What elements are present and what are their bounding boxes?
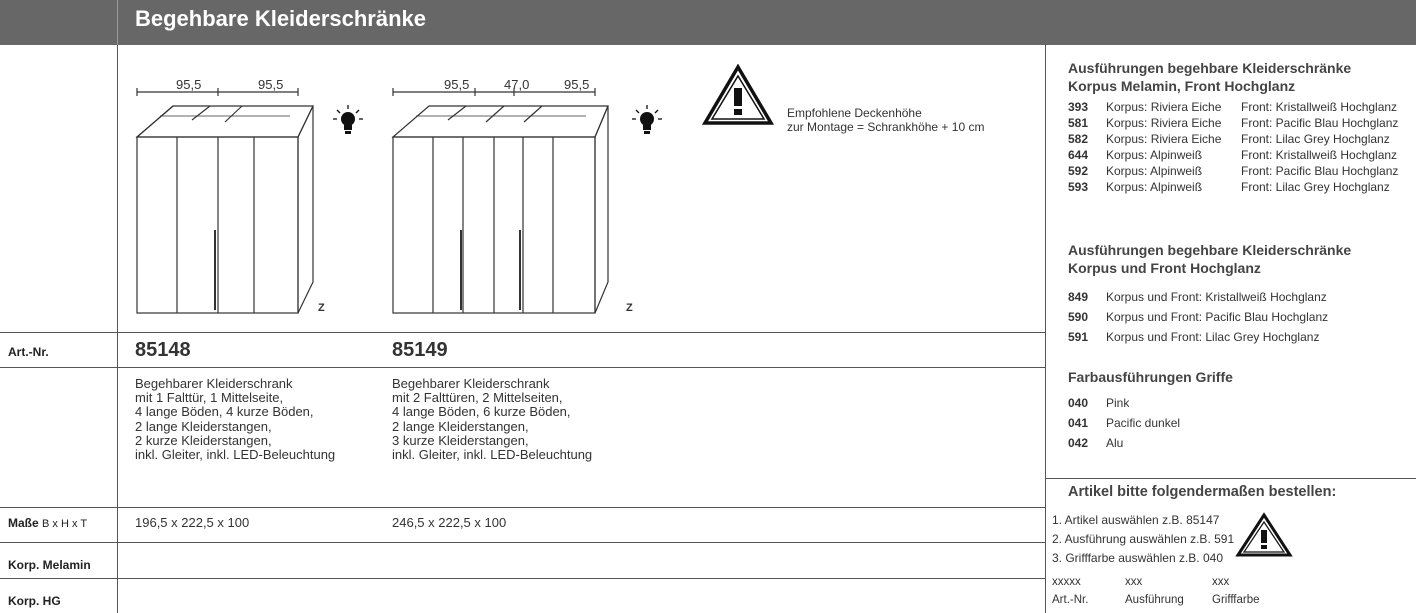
wardrobe-drawing-85149 — [391, 88, 609, 314]
option-korpus: Korpus: Riviera Eiche — [1106, 116, 1222, 130]
order-step-1: 1. Artikel auswählen z.B. 85147 — [1052, 513, 1220, 527]
order-step-3: 3. Grifffarbe auswählen z.B. 040 — [1052, 551, 1223, 565]
warning-icon — [702, 64, 774, 125]
description-line: 2 kurze Kleiderstangen, — [135, 432, 272, 448]
drawing1-dim-2: 95,5 — [258, 77, 284, 92]
section1-title-1: Ausführungen begehbare Kleiderschränke — [1068, 60, 1352, 76]
drawing1-dim-1: 95,5 — [176, 77, 202, 92]
drawing2-marker: Z — [626, 302, 633, 314]
option-code: 393 — [1068, 100, 1089, 114]
label-korp-hg: Korp. HG — [8, 594, 61, 608]
option-front: Front: Pacific Blau Hochglanz — [1241, 164, 1399, 178]
order-legend-artnr: Art.-Nr. — [1052, 594, 1089, 606]
option-text: Korpus und Front: Pacific Blau Hochglanz — [1106, 310, 1329, 324]
wardrobe-drawing-85148: Z — [135, 88, 314, 314]
option-text: Pink — [1106, 396, 1130, 410]
art-nr-1: 85148 — [135, 339, 191, 361]
drawing2-dim-3: 95,5 — [564, 77, 590, 92]
row-divider — [0, 332, 1045, 333]
option-korpus: Korpus: Alpinweiß — [1106, 148, 1203, 162]
description-line: mit 1 Falttür, 1 Mittelseite, — [135, 390, 284, 406]
description-line: 3 kurze Kleiderstangen, — [392, 432, 529, 448]
order-pattern-artnr: xxxxx — [1052, 576, 1081, 588]
label-masse: Maße B x H x T — [8, 516, 87, 530]
drawing1-marker: Z — [318, 302, 325, 314]
option-code: 593 — [1068, 180, 1089, 194]
option-code: 644 — [1068, 148, 1089, 162]
option-front: Front: Lilac Grey Hochglanz — [1241, 180, 1390, 194]
option-code: 040 — [1068, 396, 1089, 410]
product-table — [0, 45, 1045, 613]
label-masse-text: Maße — [8, 516, 39, 530]
option-text: Korpus und Front: Kristallweiß Hochglanz — [1106, 290, 1327, 304]
order-title: Artikel bitte folgendermaßen bestellen: — [1068, 484, 1337, 500]
option-code: 042 — [1068, 436, 1089, 450]
order-legend-ausfuehrung: Ausführung — [1125, 594, 1184, 606]
row-divider — [0, 507, 1045, 508]
lightbulb-icon — [333, 105, 363, 134]
description-1: Begehbarer Kleiderschrank mit 1 Falttür,… — [135, 376, 336, 463]
order-pattern-ausfuehrung: xxx — [1125, 576, 1143, 588]
option-code: 849 — [1068, 290, 1089, 304]
lightbulb-icon — [632, 105, 662, 134]
description-2: Begehbarer Kleiderschrank mit 2 Falttüre… — [392, 376, 593, 463]
warning-line-1: Empfohlene Deckenhöhe — [787, 106, 922, 120]
option-korpus: Korpus: Riviera Eiche — [1106, 100, 1222, 114]
section2-title-2: Korpus und Front Hochglanz — [1068, 260, 1261, 276]
description-line: Begehbarer Kleiderschrank — [135, 376, 293, 391]
order-instructions-box — [1045, 478, 1416, 613]
warning-text: Empfohlene Deckenhöhe zur Montage = Schr… — [787, 106, 985, 134]
art-nr-2: 85149 — [392, 339, 448, 361]
option-text: Pacific dunkel — [1106, 416, 1181, 430]
section1-title-2: Korpus Melamin, Front Hochglanz — [1068, 78, 1296, 94]
header-separator — [117, 0, 118, 45]
option-code: 581 — [1068, 116, 1089, 130]
option-text: Korpus und Front: Lilac Grey Hochglanz — [1106, 330, 1320, 344]
option-code: 041 — [1068, 416, 1089, 430]
option-code: 590 — [1068, 310, 1089, 324]
description-line: 2 lange Kleiderstangen, — [392, 418, 529, 434]
description-line: inkl. Gleiter, inkl. LED-Beleuchtung — [135, 447, 336, 463]
option-korpus: Korpus: Alpinweiß — [1106, 164, 1203, 178]
column-divider — [117, 45, 118, 613]
label-masse-suffix: B x H x T — [42, 518, 88, 530]
order-pattern-grifffarbe: xxx — [1212, 576, 1230, 588]
masse-2: 246,5 x 222,5 x 100 — [392, 515, 507, 530]
row-divider — [0, 542, 1045, 543]
drawing2-dim-2: 47,0 — [504, 77, 530, 92]
options-panel: Ausführungen begehbare Kleiderschränke K… — [1045, 45, 1416, 613]
option-korpus: Korpus: Alpinweiß — [1106, 180, 1203, 194]
description-line: Begehbarer Kleiderschrank — [392, 376, 550, 391]
row-divider — [0, 367, 1045, 368]
section3-title: Farbausführungen Griffe — [1068, 369, 1233, 385]
description-line: inkl. Gleiter, inkl. LED-Beleuchtung — [392, 447, 593, 463]
option-front: Front: Pacific Blau Hochglanz — [1241, 116, 1399, 130]
drawing2-dim-1: 95,5 — [444, 77, 470, 92]
option-front: Front: Lilac Grey Hochglanz — [1241, 132, 1390, 146]
section2-title-1: Ausführungen begehbare Kleiderschränke — [1068, 242, 1352, 258]
description-line: 2 lange Kleiderstangen, — [135, 418, 272, 434]
description-line: 4 lange Böden, 6 kurze Böden, — [392, 404, 571, 420]
description-line: mit 2 Falttüren, 2 Mittelseiten, — [392, 390, 563, 406]
label-art-nr: Art.-Nr. — [8, 345, 49, 359]
option-code: 591 — [1068, 330, 1089, 344]
option-front: Front: Kristallweiß Hochglanz — [1241, 148, 1398, 162]
option-text: Alu — [1106, 436, 1124, 450]
masse-1: 196,5 x 222,5 x 100 — [135, 515, 250, 530]
order-legend-grifffarbe: Grifffarbe — [1212, 594, 1260, 606]
warning-line-2: zur Montage = Schrankhöhe + 10 cm — [787, 119, 985, 134]
option-code: 582 — [1068, 132, 1089, 146]
row-divider — [0, 578, 1045, 579]
option-front: Front: Kristallweiß Hochglanz — [1241, 100, 1398, 114]
page-title: Begehbare Kleiderschränke — [135, 6, 427, 31]
header-bar: Begehbare Kleiderschränke — [0, 0, 1416, 45]
option-code: 592 — [1068, 164, 1089, 178]
label-korp-melamin: Korp. Melamin — [8, 558, 91, 572]
warning-icon — [1235, 512, 1293, 557]
description-line: 4 lange Böden, 4 kurze Böden, — [135, 404, 314, 420]
order-step-2: 2. Ausführung auswählen z.B. 591 — [1052, 532, 1235, 546]
option-korpus: Korpus: Riviera Eiche — [1106, 132, 1222, 146]
